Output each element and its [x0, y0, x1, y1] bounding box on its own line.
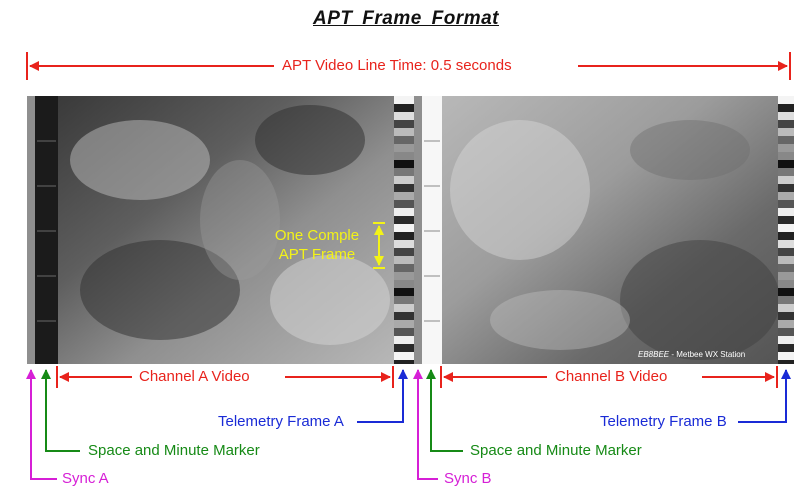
telemetry-b-strip [778, 96, 794, 364]
space-marker-a-strip [35, 96, 58, 364]
space-marker-b-strip [422, 96, 442, 364]
frame-height-label: One Comple APT Frame [262, 226, 372, 264]
channel-a-span-arrow [56, 366, 394, 388]
space-marker-a-leader [41, 369, 80, 452]
telemetry-a-label: Telemetry Frame A [218, 413, 344, 430]
telemetry-a-strip [394, 96, 414, 364]
channel-a-block [27, 96, 414, 364]
telemetry-b-leader [738, 369, 791, 423]
channel-b-span-arrow [440, 366, 778, 388]
sync-b-label: Sync B [444, 470, 492, 487]
frame-height-indicator [373, 222, 385, 269]
sync-a-strip [27, 96, 35, 364]
channel-b-label: Channel B Video [555, 368, 668, 385]
diagram-title: APT Frame Format [313, 8, 499, 29]
sync-b-strip [414, 96, 422, 364]
telemetry-a-leader [357, 369, 408, 423]
telemetry-b-label: Telemetry Frame B [600, 413, 727, 430]
sync-b-leader [413, 369, 438, 480]
line-time-indicator [26, 52, 791, 80]
space-marker-b-label: Space and Minute Marker [470, 442, 642, 459]
credit-callsign: EB8BEE [638, 350, 670, 359]
space-marker-a-label: Space and Minute Marker [88, 442, 260, 459]
frame-height-label-line2: APT Frame [278, 246, 356, 263]
channel-b-block [414, 96, 794, 364]
frame-height-label-line1: One Comple [274, 227, 360, 244]
sync-a-label: Sync A [62, 470, 109, 487]
line-time-label: APT Video Line Time: 0.5 seconds [282, 57, 512, 74]
sync-a-leader [26, 369, 57, 480]
space-marker-b-leader [426, 369, 463, 452]
credit-text: - Metbee WX Station [669, 350, 746, 359]
station-credit: EB8BEE - Metbee WX Station [638, 350, 745, 359]
channel-a-label: Channel A Video [139, 368, 250, 385]
